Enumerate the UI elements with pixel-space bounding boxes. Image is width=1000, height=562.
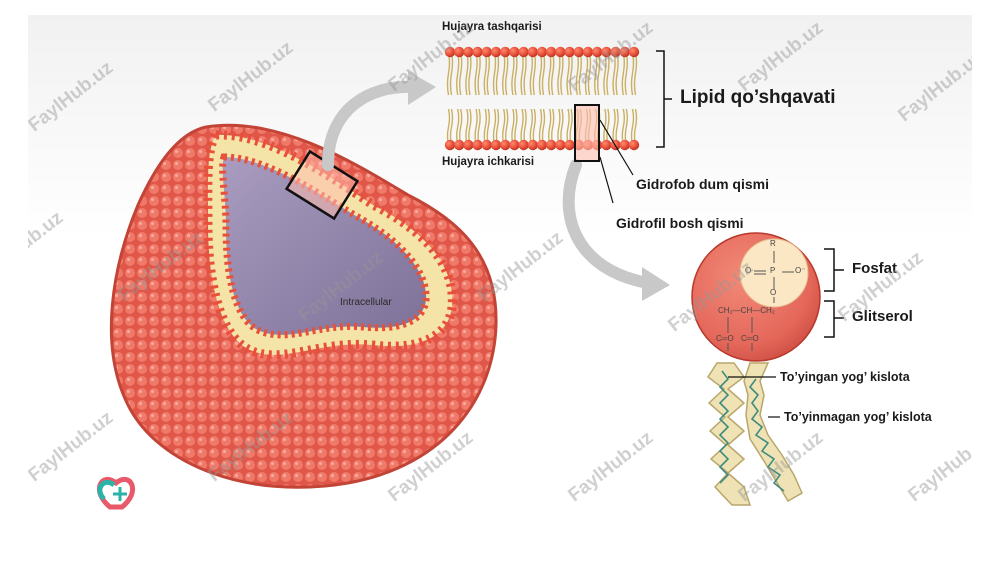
chem-ester-left: C═O [716, 334, 734, 343]
saturated-label: To’yingan yog’ kislota [780, 370, 910, 384]
phospholipid-molecule [691, 232, 821, 506]
lipid-bilayer [444, 46, 640, 151]
phosphate-label: Fosfat [852, 260, 897, 277]
chem-o-double: O [745, 266, 752, 275]
intracellular-label: Intracellular [340, 297, 392, 308]
membrane-diagram [97, 46, 844, 510]
chem-p: P [770, 266, 776, 275]
bilayer-bottom-label: Hujayra ichkarisi [442, 156, 535, 168]
chem-glycerol: CH₂—CH—CH₂ [718, 306, 775, 315]
unsaturated-label: To’yinmagan yog’ kislota [784, 410, 932, 424]
chem-ester-right: C═O [741, 334, 759, 343]
zoom-arrow-bottom [562, 159, 654, 289]
chem-o: O [770, 288, 777, 297]
zoom-arrow-top [322, 80, 419, 171]
chem-o-neg: O⁻ [795, 266, 806, 275]
glycerol-label: Glitserol [852, 308, 913, 325]
bilayer-top-label: Hujayra tashqarisi [442, 21, 542, 33]
diagram-panel: Intracellular Hujayra tashqarisi Hujayra… [28, 15, 972, 512]
bilayer-bracket [656, 50, 672, 148]
cell-illustration [109, 123, 498, 489]
chem-r: R [770, 239, 776, 248]
tail-label: Gidrofob dum qismi [636, 176, 769, 192]
head-label: Gidrofil bosh qismi [616, 215, 744, 231]
bilayer-label: Lipid qo’shqavati [680, 87, 836, 108]
bilayer-zoom-box [574, 104, 600, 162]
logo-icon [97, 476, 135, 510]
